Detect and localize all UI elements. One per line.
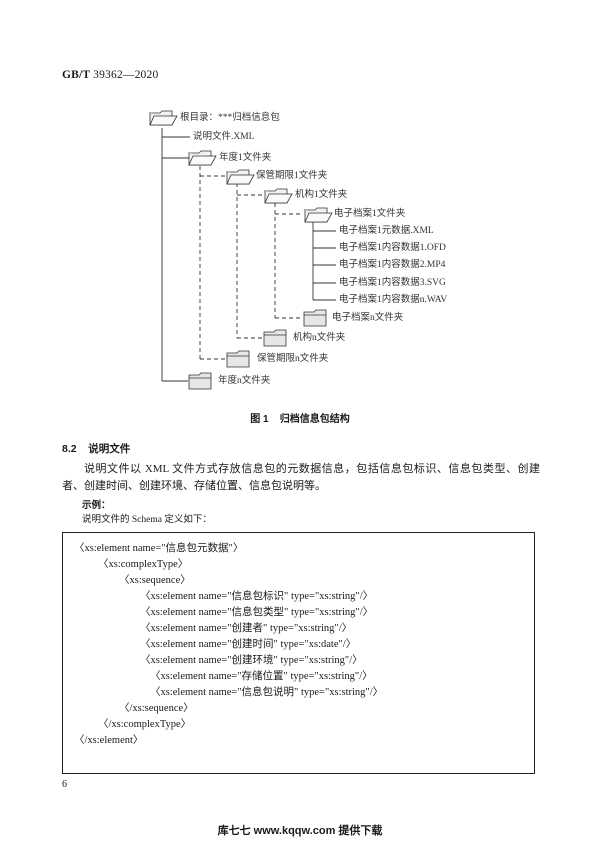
tree-year-folder-label: 年度1文件夹 — [219, 153, 272, 163]
code-line: 〈xs:element name="存储位置" type="xs:string"… — [150, 671, 373, 682]
code-line: 〈/xs:element〉 — [74, 735, 144, 746]
tree-retention-n-folder-label: 保管期限n文件夹 — [257, 354, 329, 364]
code-line: 〈xs:element name="创建者" type="xs:string"/… — [140, 623, 353, 634]
org-n-folder-icon — [263, 329, 287, 347]
download-footer: 库七七 www.kqqw.com 提供下载 — [217, 825, 383, 837]
code-line: 〈xs:element name="信息包类型" type="xs:string… — [140, 607, 374, 618]
tree-org-folder-label: 机构1文件夹 — [295, 190, 348, 200]
page-number: 6 — [62, 779, 67, 790]
standard-code: GB/T — [62, 69, 91, 81]
archive-structure-diagram — [149, 110, 336, 390]
year-folder-icon — [188, 150, 217, 166]
record-n-folder-icon — [303, 309, 327, 327]
code-line: 〈/xs:complexType〉 — [98, 719, 192, 730]
tree-retention-folder-label: 保管期限1文件夹 — [256, 171, 328, 181]
tree-org-n-folder-label: 机构n文件夹 — [293, 333, 346, 343]
retention-n-folder-icon — [226, 350, 250, 368]
tree-record-n-folder-label: 电子档案n文件夹 — [332, 313, 404, 323]
tree-record-file: 电子档案1内容数据3.SVG — [339, 278, 446, 288]
code-line: 〈/xs:sequence〉 — [119, 703, 194, 714]
schema-code-box: 〈xs:element name="信息包元数据"〉 〈xs:complexTy… — [62, 532, 535, 774]
org-folder-icon — [264, 188, 293, 204]
code-line: 〈xs:complexType〉 — [98, 559, 189, 570]
code-line: 〈xs:element name="信息包说明" type="xs:string… — [150, 687, 384, 698]
record-folder-icon — [304, 207, 333, 223]
tree-record-file: 电子档案1内容数据n.WAV — [339, 295, 448, 305]
section-heading: 8.2 说明文件 — [62, 443, 131, 455]
tree-readme-label: 说明文件.XML — [193, 132, 255, 142]
tree-record-folder-label: 电子档案1文件夹 — [334, 209, 406, 219]
code-line: 〈xs:element name="创建环境" type="xs:string"… — [140, 655, 363, 666]
year-n-folder-icon — [188, 372, 212, 390]
tree-record-file: 电子档案1元数据.XML — [339, 226, 434, 236]
example-label: 示例： — [82, 500, 111, 511]
standard-number: 39362—2020 — [93, 69, 159, 81]
code-line: 〈xs:sequence〉 — [119, 575, 191, 586]
tree-year-n-folder-label: 年度n文件夹 — [218, 376, 271, 386]
code-line: 〈xs:element name="信息包标识" type="xs:string… — [140, 591, 374, 602]
example-description: 说明文件的 Schema 定义如下： — [82, 515, 212, 525]
tree-root-label: 根目录：***归档信息包 — [180, 113, 280, 123]
body-paragraph: 说明文件以 XML 文件方式存放信息包的元数据信息，包括信息包标识、信息包类型、… — [62, 463, 540, 492]
code-line: 〈xs:element name="信息包元数据"〉 — [74, 543, 244, 554]
document-header: GB/T 39362—2020 — [62, 69, 158, 81]
root-folder-icon — [149, 110, 178, 126]
retention-folder-icon — [226, 169, 255, 185]
tree-record-file: 电子档案1内容数据1.OFD — [339, 243, 446, 253]
code-line: 〈xs:element name="创建时间" type="xs:date"/〉 — [140, 639, 357, 650]
tree-record-file: 电子档案1内容数据2.MP4 — [339, 260, 446, 270]
figure-caption: 图 1 归档信息包结构 — [250, 414, 350, 425]
